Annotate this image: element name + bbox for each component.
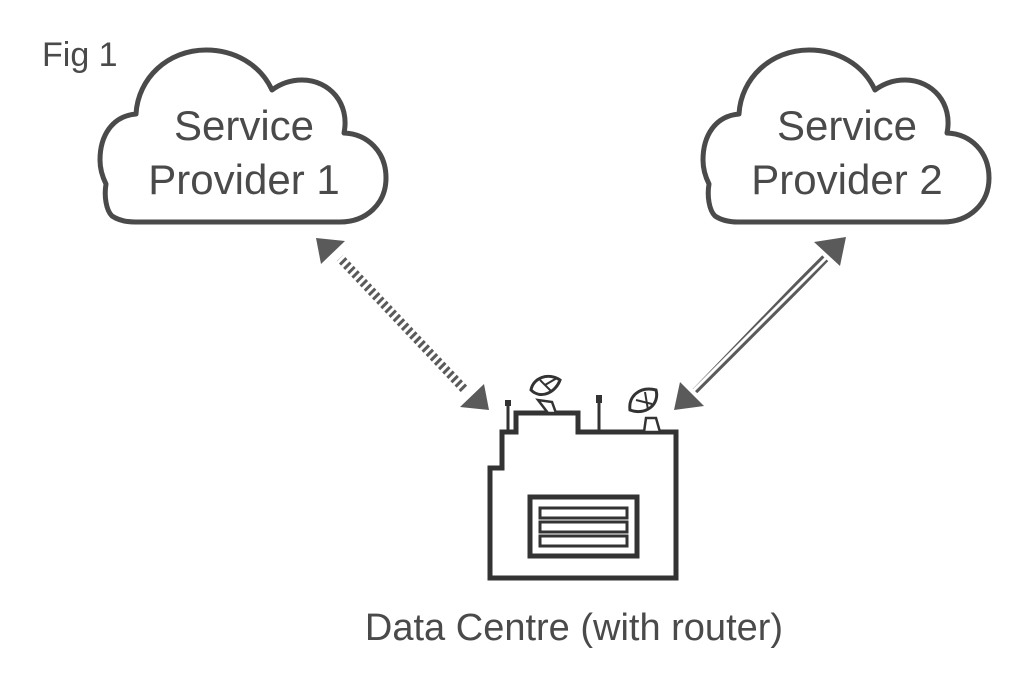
- cloud-right-line2: Provider 2: [751, 156, 942, 203]
- cloud-left-line1: Service: [174, 102, 314, 149]
- arrow-shaft: [336, 254, 469, 394]
- satellite-dish-icon: [628, 387, 662, 434]
- datacentre-label: Data Centre (with router): [365, 607, 783, 649]
- antenna-icon: [505, 400, 511, 432]
- building-icon: [487, 374, 679, 581]
- cloud-icon: [97, 47, 389, 225]
- cloud-left-shape: [97, 47, 389, 225]
- cloud-right-line1: Service: [777, 102, 917, 149]
- antenna-icon: [596, 395, 602, 432]
- arrow-icon: [814, 237, 846, 266]
- connection-arrow-right: [674, 237, 846, 410]
- cloud-left-line2: Provider 1: [148, 156, 339, 203]
- arrow-icon: [674, 382, 704, 410]
- arrow-icon: [460, 384, 489, 410]
- connection-arrow-left: [316, 238, 489, 410]
- figure-label: Fig 1: [42, 36, 118, 74]
- arrow-shaft: [692, 254, 829, 396]
- arrow-icon: [316, 238, 345, 264]
- satellite-dish-icon: [529, 374, 562, 415]
- cloud-right-shape: [700, 47, 992, 225]
- server-rack-icon: [527, 494, 640, 559]
- cloud-icon: [700, 47, 992, 225]
